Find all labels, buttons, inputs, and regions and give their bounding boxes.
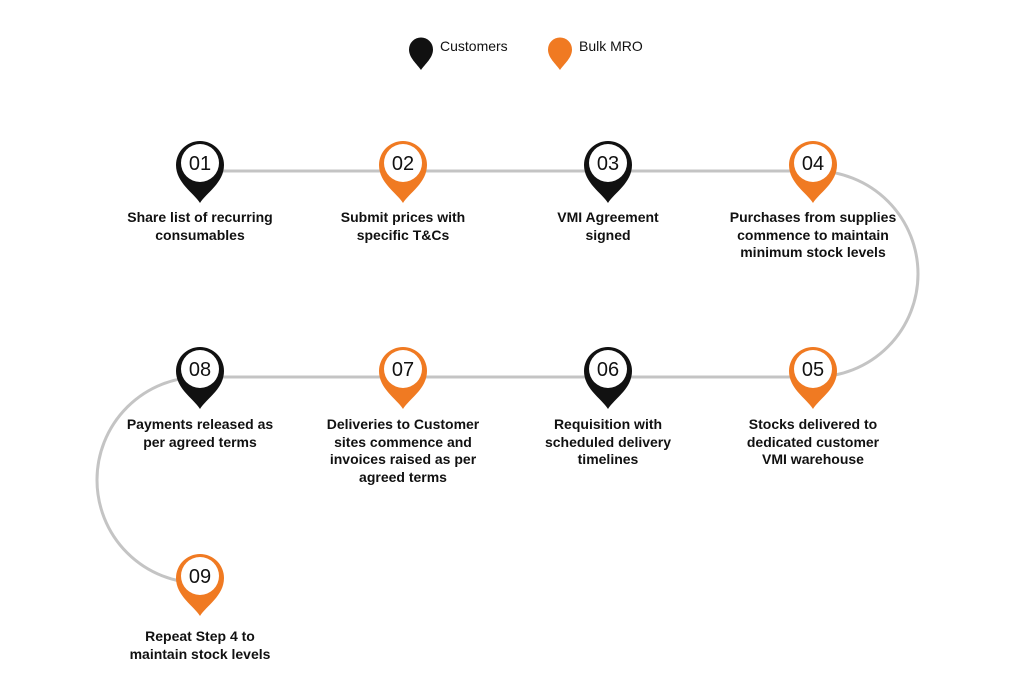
legend-item-bulk-mro: Bulk MRO [547, 37, 643, 71]
step-01-map-pin-icon: 01 [176, 141, 224, 203]
step-08-map-pin-icon: 08 [176, 347, 224, 409]
step-07-map-pin-icon: 07 [379, 347, 427, 409]
step-02-map-pin-icon: 02 [379, 141, 427, 203]
step-09-map-pin-icon: 09 [176, 554, 224, 616]
step-03-pin-inner [589, 144, 627, 182]
step-04-pin-inner [794, 144, 832, 182]
step-05-number: 05 [802, 359, 824, 381]
step-09-number: 09 [189, 566, 211, 588]
pins-layer: 01 02 03 04 05 06 07 08 09 [176, 141, 837, 616]
legend-item-customers: Customers [408, 37, 508, 71]
step-06-pin-inner [589, 350, 627, 388]
step-04-map-pin-icon: 04 [789, 141, 837, 203]
step-05-map-pin-icon: 05 [789, 347, 837, 409]
bulk-mro-map-pin-icon [548, 37, 572, 70]
step-03-map-pin-icon: 03 [584, 141, 632, 203]
step-01-label: Share list of recurring consumables [127, 209, 273, 243]
step-09-label: Repeat Step 4 to maintain stock levels [129, 628, 271, 662]
step-04-number: 04 [802, 153, 824, 175]
legend-label-customers: Customers [440, 38, 508, 54]
bulk-mro-pin-shape [548, 37, 572, 70]
step-02-number: 02 [392, 153, 414, 175]
step-08-pin-inner [181, 350, 219, 388]
step-05-label: Stocks delivered to dedicated customer V… [746, 416, 880, 467]
step-01-number: 01 [189, 153, 211, 175]
step-03-label: VMI Agreement signed [557, 209, 659, 243]
step-08-label: Payments released as per agreed terms [126, 416, 274, 450]
step-03-number: 03 [597, 153, 619, 175]
step-02-label: Submit prices with specific T&Cs [340, 209, 466, 243]
customers-pin-shape [409, 37, 433, 70]
step-02-pin-inner [384, 144, 422, 182]
legend-label-bulk-mro: Bulk MRO [579, 38, 643, 54]
step-04-label: Purchases from supplies commence to main… [729, 209, 897, 260]
step-01-pin-inner [181, 144, 219, 182]
step-05-pin-inner [794, 350, 832, 388]
step-07-pin-inner [384, 350, 422, 388]
step-07-label: Deliveries to Customer sites commence an… [326, 416, 480, 485]
step-08-number: 08 [189, 359, 211, 381]
customers-map-pin-icon [409, 37, 433, 70]
step-06-number: 06 [597, 359, 619, 381]
step-06-label: Requisition with scheduled delivery time… [544, 416, 672, 467]
step-07-number: 07 [392, 359, 414, 381]
step-09-pin-inner [181, 557, 219, 595]
step-06-map-pin-icon: 06 [584, 347, 632, 409]
